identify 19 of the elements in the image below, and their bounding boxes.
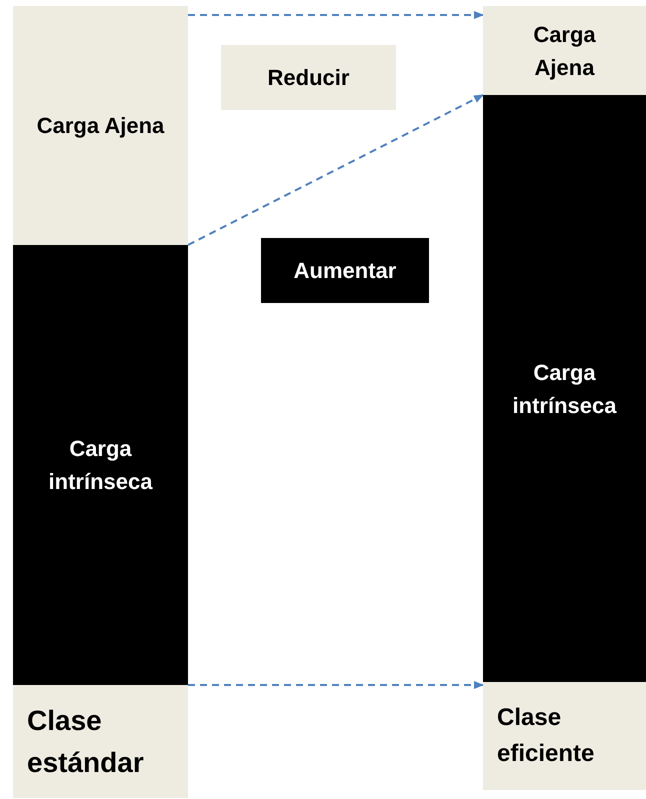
box-label: Carga Ajena xyxy=(532,20,597,82)
bar-segment xyxy=(483,6,646,95)
arrow xyxy=(188,681,484,689)
box-label: Clase estándar xyxy=(27,704,145,780)
box-label: Reducir xyxy=(268,64,350,92)
action-box xyxy=(221,45,396,110)
box-label: Carga intrínseca xyxy=(48,435,154,496)
arrow xyxy=(188,94,484,246)
bar-segment xyxy=(13,245,188,685)
bar-segment xyxy=(483,95,646,682)
bar-segment xyxy=(483,682,646,790)
box-label: Aumentar xyxy=(294,257,396,285)
box-label: Carga intrínseca xyxy=(512,358,618,420)
bar-segment xyxy=(13,685,188,798)
arrow xyxy=(188,11,484,19)
action-box xyxy=(261,238,429,303)
box-label: Clase eficiente xyxy=(497,703,596,769)
box-label: Carga Ajena xyxy=(36,112,164,140)
bar-segment xyxy=(13,6,188,245)
